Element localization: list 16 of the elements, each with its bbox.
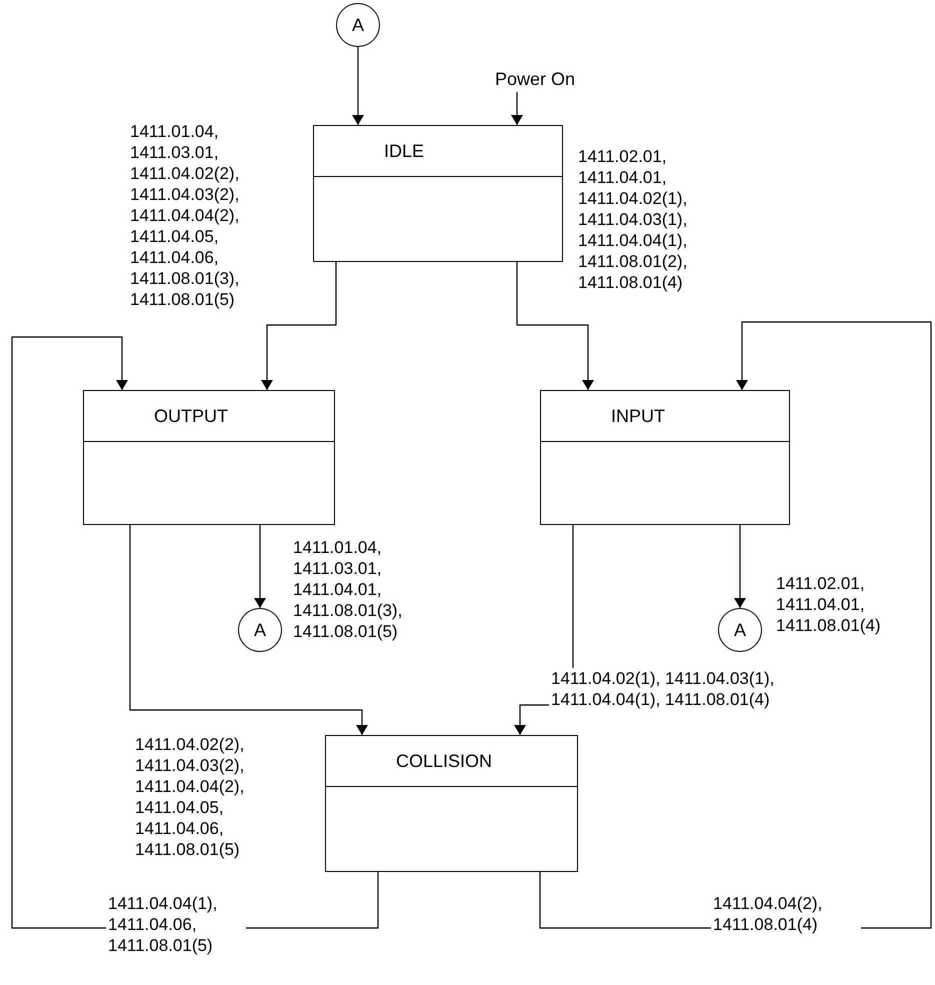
arrow xyxy=(734,525,746,608)
state-box xyxy=(83,390,335,525)
state-name: COLLISION xyxy=(396,750,492,772)
state-box xyxy=(540,390,790,525)
arrow xyxy=(516,262,594,390)
input-label: Power On xyxy=(495,66,615,92)
state-name: OUTPUT xyxy=(154,404,228,428)
state-name: IDLE xyxy=(384,140,424,162)
arrow xyxy=(129,525,368,735)
arrow xyxy=(352,47,364,125)
arrow xyxy=(254,525,266,608)
state-box xyxy=(313,125,563,262)
arrow xyxy=(261,262,337,390)
arrow xyxy=(511,92,523,125)
state-box xyxy=(325,735,578,872)
state-name: INPUT xyxy=(611,404,665,428)
